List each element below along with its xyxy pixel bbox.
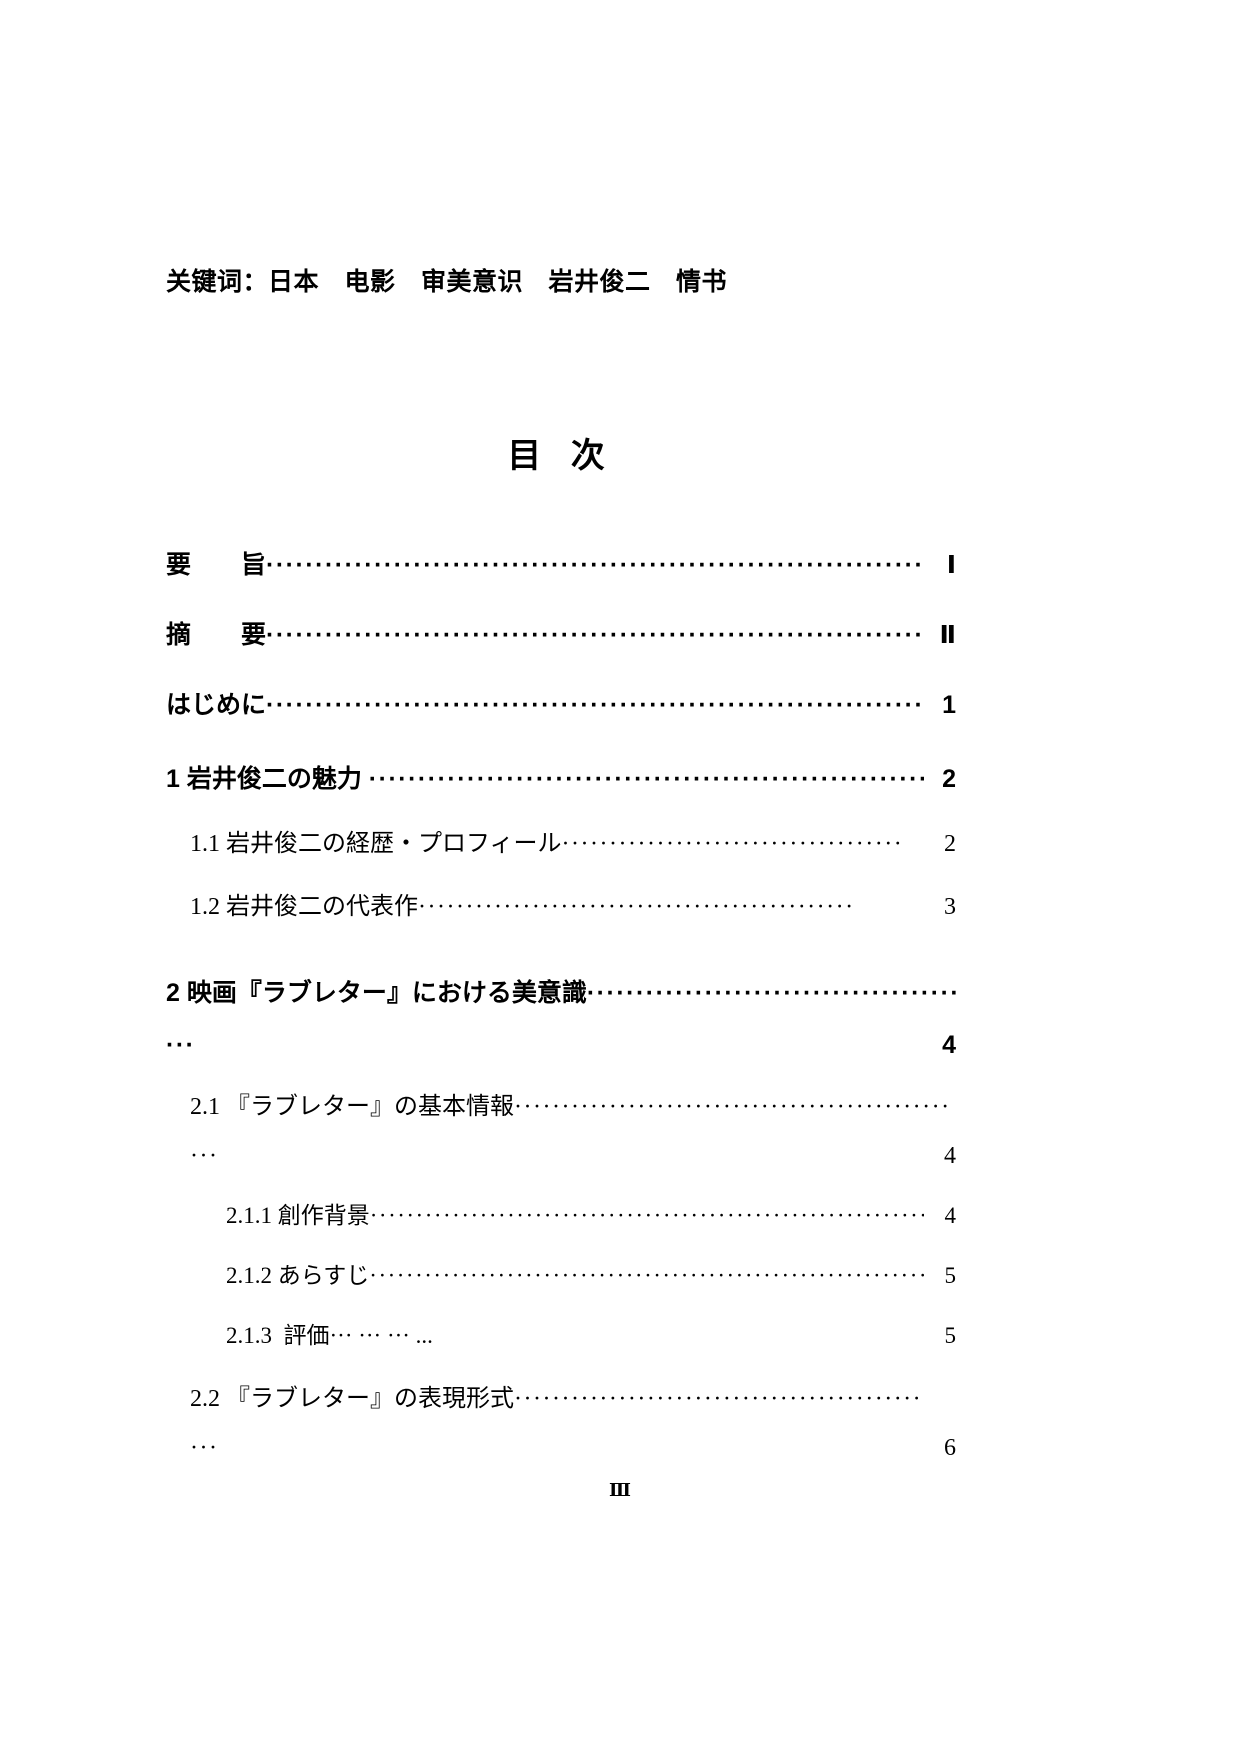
toc-entry[interactable]: 2 映画『ラブレター』における美意識······················… [166, 973, 956, 1060]
toc-entry-continuation[interactable]: ··· 6 [166, 1435, 956, 1462]
toc-page-number: 4 [944, 1143, 956, 1169]
toc-entry-row[interactable]: 2.1.2 あらすじ······························… [166, 1256, 956, 1290]
toc-entry-label: 摘 要 [166, 621, 267, 649]
toc-page-number: 3 [944, 894, 956, 920]
toc-continuation-dots: ··· [166, 1031, 196, 1059]
toc-entry[interactable]: 2.1.3 評価··· ··· ··· ... 5 [166, 1316, 956, 1350]
toc-dot-leader: ········································… [369, 1203, 924, 1228]
toc-entry-row[interactable]: はじめに····································… [166, 685, 956, 721]
toc-entry-label: 2.2 『ラブレター』の表現形式 [190, 1386, 514, 1412]
toc-entry-label: はじめに [166, 691, 267, 719]
keywords-line: 关键词：日本 电影 审美意识 岩井俊二 情书 [166, 262, 727, 298]
toc-spacer [166, 1350, 956, 1378]
toc-entry-label: 2.1 『ラブレター』の基本情報 [190, 1094, 514, 1120]
toc-spacer [166, 651, 956, 685]
keywords-text: 关键词：日本 电影 审美意识 岩井俊二 情书 [166, 268, 728, 296]
toc-spacer [166, 1230, 956, 1256]
toc-entry-row[interactable]: 1 岩井俊二の魅力 ······························… [166, 759, 956, 795]
toc-entry-label: 1.1 岩井俊二の経歴・プロフィール [190, 831, 562, 857]
toc-entry-label: 2.1.3 評価··· ··· ··· ... [226, 1323, 433, 1348]
toc-entry[interactable]: 1.2 岩井俊二の代表作····························… [166, 886, 956, 921]
toc-dot-leader: ········································… [368, 765, 924, 793]
toc-entry[interactable]: 摘 要·····································… [166, 615, 956, 651]
toc-spacer [166, 795, 956, 823]
toc-entry[interactable]: 要 旨·····································… [166, 545, 956, 581]
table-of-contents: 要 旨·····································… [166, 545, 956, 1462]
toc-entry-row[interactable]: 1.1 岩井俊二の経歴・プロフィール······················… [166, 823, 956, 858]
toc-entry-label: 要 旨 [166, 551, 267, 579]
footer-page-number: Ⅲ [609, 1480, 631, 1500]
toc-dot-leader: ········································… [514, 1386, 923, 1412]
toc-dot-leader: ········································… [369, 1263, 924, 1288]
toc-entry-row[interactable]: 2.1.1 創作背景······························… [166, 1196, 956, 1230]
toc-page-number: 2 [944, 831, 956, 857]
toc-wrap-spacer [166, 1413, 956, 1435]
toc-spacer [166, 1060, 956, 1086]
toc-page-number: 1 [942, 691, 956, 719]
toc-entry[interactable]: はじめに····································… [166, 685, 956, 721]
toc-entry[interactable]: 1 岩井俊二の魅力 ······························… [166, 759, 956, 795]
toc-entry-row[interactable]: 1.2 岩井俊二の代表作····························… [166, 886, 956, 921]
toc-entry[interactable]: 2.1 『ラブレター』の基本情報························… [166, 1086, 956, 1170]
toc-entry-label: 2.1.1 創作背景 [226, 1203, 370, 1228]
toc-page-number: 2 [942, 765, 956, 793]
toc-spacer [166, 581, 956, 615]
toc-spacer [166, 1290, 956, 1316]
toc-entry-row[interactable]: 2.1 『ラブレター』の基本情報························… [166, 1086, 956, 1121]
toc-entry-label: 2 映画『ラブレター』における美意識 [166, 979, 587, 1007]
toc-page-number: 4 [944, 1203, 957, 1228]
toc-entry[interactable]: 1.1 岩井俊二の経歴・プロフィール······················… [166, 823, 956, 858]
toc-entry-row[interactable]: 摘 要·····································… [166, 615, 956, 651]
toc-dot-leader: ······································· [586, 979, 956, 1007]
toc-spacer [166, 921, 956, 973]
toc-entry-label: 1 岩井俊二の魅力 [166, 765, 369, 793]
toc-page-number: 6 [944, 1435, 956, 1461]
toc-entry-label: 1.2 岩井俊二の代表作 [190, 894, 418, 920]
toc-entry-label: 2.1.2 あらすじ [226, 1263, 370, 1288]
toc-wrap-spacer [166, 1009, 956, 1031]
toc-page-number: 4 [942, 1031, 956, 1059]
toc-entry-continuation[interactable]: ··· 4 [166, 1031, 956, 1060]
toc-entry[interactable]: 2.2 『ラブレター』の表現形式························… [166, 1378, 956, 1462]
toc-dot-leader: ···································· [561, 831, 904, 857]
toc-page-number: Ⅰ [946, 551, 956, 579]
toc-dot-leader: ········································… [514, 1094, 951, 1120]
toc-page-number: 5 [944, 1263, 957, 1288]
toc-dot-leader: ········································… [266, 691, 924, 719]
toc-dot-leader: ········································… [266, 621, 924, 649]
toc-spacer [166, 1170, 956, 1196]
toc-page-number: Ⅱ [939, 621, 956, 649]
toc-dot-leader: ········································… [266, 551, 924, 579]
toc-entry-row[interactable]: 要 旨·····································… [166, 545, 956, 581]
toc-wrap-spacer [166, 1121, 956, 1143]
toc-entry-row[interactable]: 2.2 『ラブレター』の表現形式························… [166, 1378, 956, 1413]
toc-spacer [166, 721, 956, 759]
toc-entry[interactable]: 2.1.2 あらすじ······························… [166, 1256, 956, 1290]
toc-entry-row[interactable]: 2 映画『ラブレター』における美意識······················… [166, 973, 956, 1009]
toc-continuation-dots: ··· [190, 1435, 219, 1461]
toc-entry-row[interactable]: 2.1.3 評価··· ··· ··· ... 5 [166, 1316, 956, 1350]
toc-spacer [166, 858, 956, 886]
toc-dot-leader: ········································… [418, 894, 855, 920]
toc-continuation-dots: ··· [190, 1143, 219, 1169]
toc-entry[interactable]: 2.1.1 創作背景······························… [166, 1196, 956, 1230]
toc-page-number: 5 [944, 1323, 957, 1348]
page-title: 目 次 [507, 437, 615, 475]
toc-entry-continuation[interactable]: ··· 4 [166, 1143, 956, 1170]
